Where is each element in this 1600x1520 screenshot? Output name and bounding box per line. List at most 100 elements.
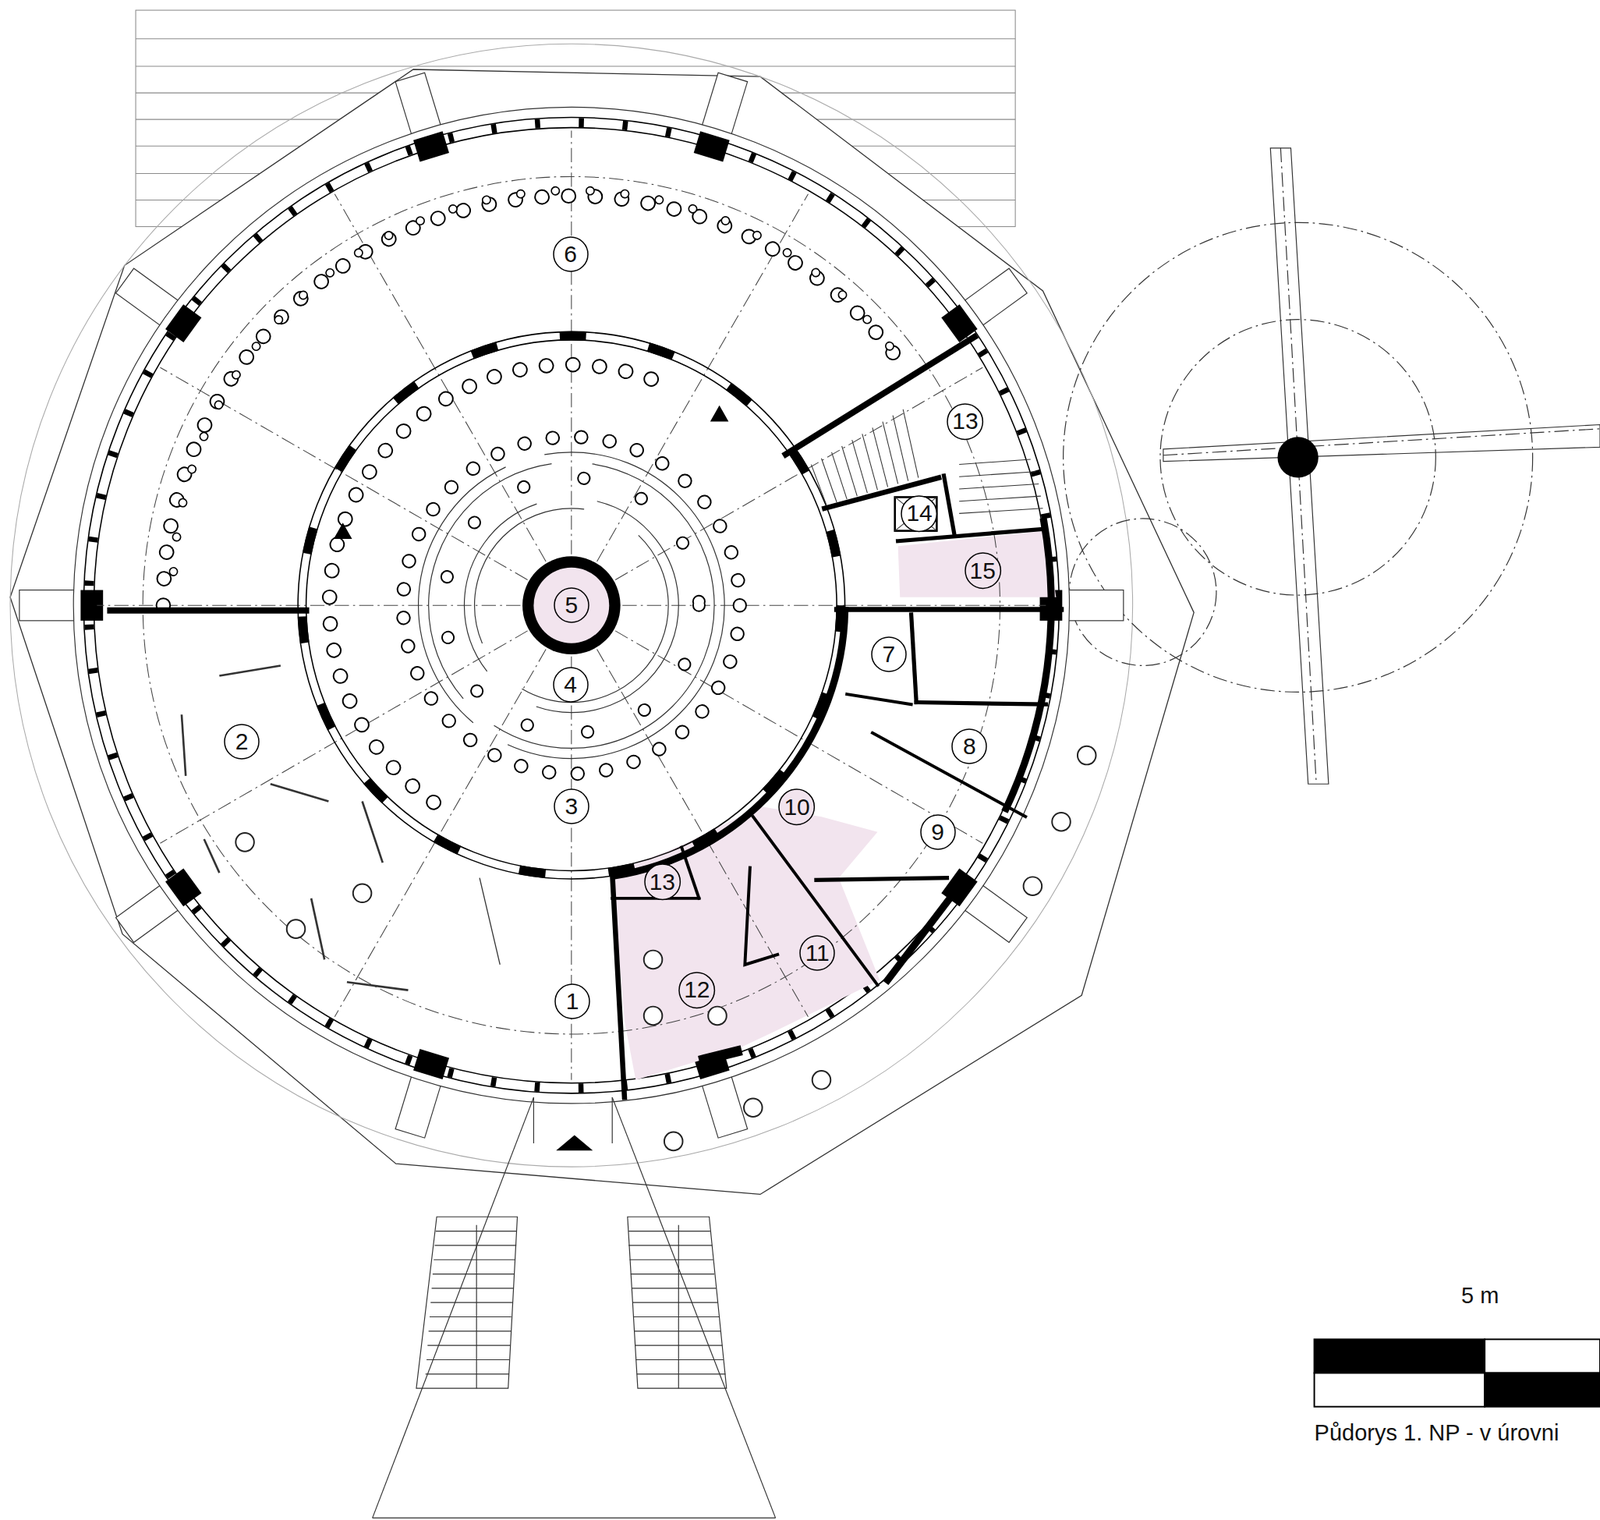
room-number-circle: 10 [778, 788, 815, 825]
chair-row [329, 364, 654, 803]
chair-row [403, 436, 740, 774]
stair-tread [902, 409, 919, 478]
stair-tread [862, 433, 878, 490]
wall [753, 816, 878, 985]
stair-tread [959, 483, 1039, 489]
stair-treads [425, 1231, 517, 1374]
inner-piers [301, 336, 841, 875]
entrance-marker [555, 1135, 593, 1151]
room-number: 15 [969, 559, 996, 583]
wall [846, 693, 911, 705]
seating [162, 190, 907, 803]
pier [413, 1048, 450, 1080]
mast-beams [1163, 148, 1600, 784]
pier [693, 130, 730, 162]
room-number-circle: 13 [946, 403, 984, 440]
room-number: 10 [783, 795, 810, 819]
axes [96, 130, 1046, 1080]
room-number: 7 [882, 642, 896, 666]
stair-tread [882, 421, 899, 485]
door-jamb [612, 1097, 613, 1144]
panel [270, 783, 330, 801]
circle-shape [679, 972, 715, 1008]
outer-wall [93, 127, 1049, 1084]
ramp-edge [372, 1097, 535, 1518]
stage-ring [428, 462, 715, 749]
inner-wall [306, 339, 838, 871]
mast-beam [1270, 148, 1329, 784]
wall [744, 867, 778, 965]
circle-shape [644, 863, 680, 900]
room-number-circle: 8 [951, 728, 988, 765]
chair-row [403, 436, 740, 774]
wall [614, 610, 846, 876]
core [522, 555, 621, 655]
person-figure [235, 832, 255, 852]
stage-ring [463, 498, 679, 713]
axis-line [622, 605, 1046, 606]
axis-line [334, 648, 546, 1016]
room-number: 3 [565, 794, 579, 818]
room-number: 1 [566, 989, 580, 1013]
scale-label: 5 m [1461, 1283, 1499, 1309]
exit-marker [333, 522, 353, 539]
piers [80, 130, 1062, 1080]
pier [165, 304, 202, 343]
chair-row [329, 364, 654, 803]
stair-tread [852, 439, 868, 493]
panel [311, 898, 325, 960]
room-number: 14 [906, 501, 932, 525]
scale-segment [1314, 1338, 1486, 1373]
terrace-line [135, 66, 1016, 68]
circle-shape [952, 729, 987, 764]
table-row [173, 190, 898, 572]
stair-tread [842, 446, 858, 496]
circle-shape [553, 667, 588, 702]
room-number: 13 [649, 870, 676, 894]
stair-tread [821, 458, 837, 503]
pier [165, 867, 202, 907]
glazing-ring [73, 106, 1070, 1104]
plan-caption: Půdorys 1. NP - v úrovni [1314, 1420, 1560, 1446]
mast-circle [1160, 319, 1436, 595]
room-number-circle: 15 [964, 552, 1002, 589]
pink-zones [612, 530, 1056, 1080]
room-number-circle: 12 [678, 971, 716, 1009]
panel [219, 665, 281, 676]
stair-tread [892, 415, 909, 482]
service-zone [612, 806, 880, 1080]
wall [836, 606, 1062, 613]
stair-tread [959, 508, 1043, 514]
wall [785, 336, 975, 455]
room-number: 9 [930, 820, 945, 844]
circle-shape [553, 237, 588, 272]
figures [235, 746, 1096, 1151]
mast-column [1277, 436, 1318, 478]
stair-tread [959, 471, 1036, 478]
circle-shape [224, 724, 259, 759]
room-number-circle: 4 [552, 666, 589, 703]
walls [109, 336, 1062, 1098]
mast [1063, 148, 1600, 784]
person-figure [707, 1006, 727, 1026]
room-number: 5 [565, 593, 579, 617]
entrance [372, 1097, 776, 1518]
room-number: 8 [962, 734, 977, 758]
room-number-circle: 2 [223, 723, 260, 760]
panel [346, 981, 409, 990]
window-mullions [88, 122, 1055, 1088]
core-room [533, 567, 609, 644]
wall [109, 607, 306, 614]
scale-bar [1314, 1338, 1600, 1406]
wall [816, 877, 948, 881]
buttresses [19, 72, 1124, 1138]
ramp-edge [612, 1097, 776, 1518]
scale-segment [1484, 1338, 1600, 1373]
room-number: 2 [235, 729, 249, 754]
roof-outline [10, 69, 1194, 1194]
person-figure [743, 1097, 763, 1117]
pier [413, 130, 450, 162]
person-figure [812, 1070, 832, 1090]
stair-flight [627, 1216, 727, 1388]
